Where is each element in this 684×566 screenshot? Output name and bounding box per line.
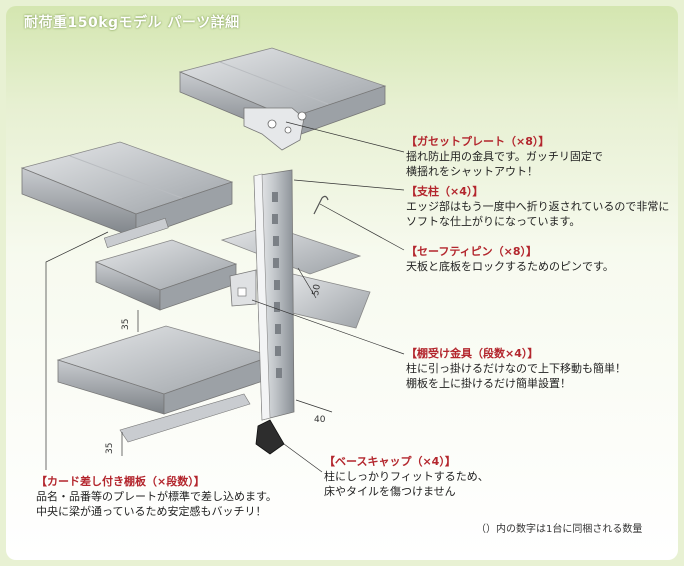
callout-post-line-2: ソフトな仕上がりになっています。 — [406, 215, 581, 228]
callout-post-head: 【支柱（×4）】 — [406, 185, 484, 198]
callout-pin-head: 【セーフティピン（×8）】 — [406, 245, 538, 258]
base-cap — [255, 419, 285, 455]
shelf-bracket — [229, 269, 257, 307]
leader-lines — [45, 121, 405, 473]
callout-bracket-head: 【棚受け金具（段数×4）】 — [406, 347, 539, 360]
callout-basecap-line-1: 柱にしっかりフィットするため、 — [324, 470, 489, 483]
callout-basecap-head: 【ベースキャップ（×4）】 — [324, 455, 456, 468]
callout-bracket: 【棚受け金具（段数×4）】 柱に引っ掛けるだけなので上下移動も簡単！ 棚板を上に… — [406, 346, 626, 391]
dim-post-depth: 40 — [314, 415, 326, 425]
gusset-plate — [243, 107, 307, 151]
callout-gusset: 【ガセットプレート（×8）】 揺れ防止用の金具です。ガッチリ固定で 横揺れをシャ… — [406, 134, 603, 179]
callout-gusset-line-2: 横揺れをシャットアウト！ — [406, 165, 538, 178]
middle-shelf-left — [94, 239, 238, 311]
dim-shelf-edge-lower: 35 — [105, 443, 115, 454]
callout-bracket-line-1: 柱に引っ掛けるだけなので上下移動も簡単！ — [406, 362, 626, 375]
dim-shelf-edge-upper: 35 — [121, 319, 131, 330]
page-title: 耐荷重150kgモデル パーツ詳細 — [24, 15, 240, 31]
callout-shelf-line-2: 中央に梁が通っているため安定感もバッチリ！ — [36, 505, 267, 518]
callout-post-line-1: エッジ部はもう一度中へ折り返されているので非常に — [406, 200, 670, 213]
callout-basecap: 【ベースキャップ（×4）】 柱にしっかりフィットするため、 床やタイルを傷つけま… — [324, 454, 489, 499]
upper-left-shelf — [20, 141, 234, 248]
callout-post: 【支柱（×4）】 エッジ部はもう一度中へ折り返されているので非常に ソフトな仕上… — [406, 184, 669, 229]
callout-pin: 【セーフティピン（×8）】 天板と底板をロックするためのピンです。 — [406, 244, 614, 274]
callout-shelf: 【カード差し付き棚板（×段数）】 品名・品番等のプレートが標準で差し込めます。 … — [36, 474, 277, 519]
post — [253, 169, 295, 421]
quantity-note: （）内の数字は1台に同梱される数量 — [476, 524, 643, 535]
dim-post-width: 50 — [311, 283, 323, 296]
callout-gusset-head: 【ガセットプレート（×8）】 — [406, 135, 550, 148]
safety-pin — [313, 195, 329, 215]
lower-shelf — [56, 325, 274, 443]
callout-pin-line-1: 天板と底板をロックするためのピンです。 — [406, 260, 614, 273]
callout-gusset-line-1: 揺れ防止用の金具です。ガッチリ固定で — [406, 150, 603, 163]
dimension-lines — [121, 267, 333, 456]
top-shelf — [178, 47, 387, 139]
callout-basecap-line-2: 床やタイルを傷つけません — [324, 485, 456, 498]
callout-shelf-head: 【カード差し付き棚板（×段数）】 — [36, 475, 205, 488]
callout-shelf-line-1: 品名・品番等のプレートが標準で差し込めます。 — [36, 490, 277, 503]
callout-bracket-line-2: 棚板を上に掛けるだけ簡単設置！ — [406, 377, 571, 390]
